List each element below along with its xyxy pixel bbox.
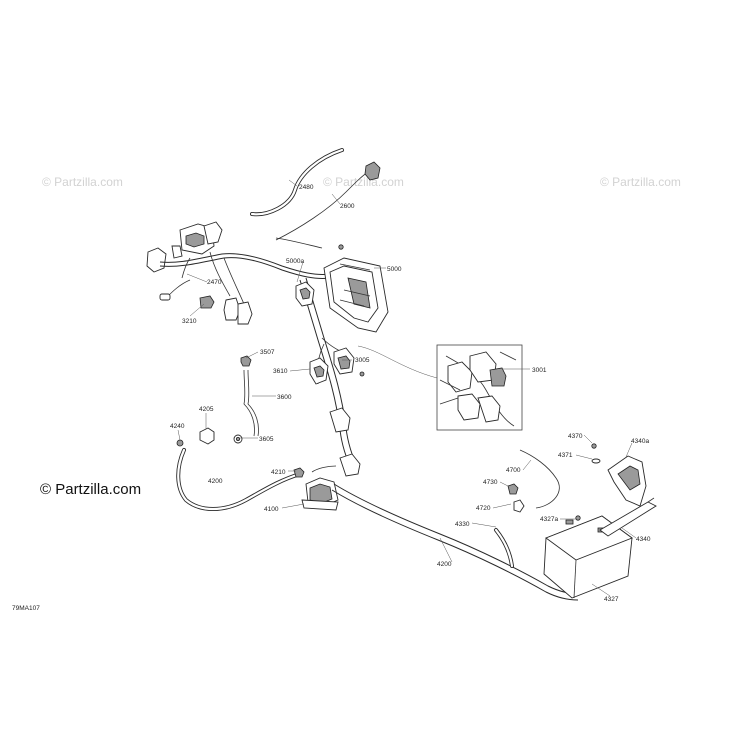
connector-3210[interactable] [199,295,215,309]
wire-2600[interactable] [275,171,369,249]
battery-cable-4200-left[interactable] [176,448,302,511]
watermark-left-brand: © Partzilla.com [40,481,141,498]
detail-inset-3001[interactable] [436,344,523,431]
callout-3610: 3610 [273,368,288,375]
ecm-module-5000[interactable] [323,257,389,333]
connectors-mid[interactable] [329,407,361,477]
watermark-top-right: © Partzilla.com [600,175,681,189]
callout-3001: 3001 [532,367,547,374]
callout-3600: 3600 [277,394,292,401]
callout-2600: 2600 [340,203,355,210]
ground-strap-3600[interactable] [243,369,259,437]
screw-3605[interactable] [233,434,243,444]
connector-3610[interactable] [309,357,329,385]
callout-5000: 5000 [387,266,402,273]
diagram-reference-code: 79MA107 [12,605,40,612]
terminal-4240[interactable] [176,439,184,447]
nut-4370[interactable] [591,443,597,449]
callout-3005: 3005 [355,357,370,364]
wire-2470[interactable] [159,279,191,301]
callout-4340: 4340 [636,536,651,543]
callout-3605: 3605 [259,436,274,443]
nut-4210[interactable] [293,467,305,478]
callout-labels: 2480 2600 2470 3210 5000a 5000 3507 3610… [170,184,651,603]
leader-lines [177,179,637,597]
callout-3210: 3210 [182,318,197,325]
callout-4371: 4371 [558,452,573,459]
battery-cable-4200-main[interactable] [331,483,581,601]
leader-inset-3001 [357,345,438,379]
washer-4371[interactable] [591,458,601,464]
battery-bracket-4340a[interactable] [607,455,647,507]
callout-4100: 4100 [264,506,279,513]
screw-5000a[interactable] [338,244,344,250]
callout-4327: 4327 [604,596,619,603]
callout-5000a: 5000a [286,258,304,265]
callout-4200-left: 4200 [208,478,223,485]
connectors-lower-left[interactable] [223,297,253,325]
callout-4720: 4720 [476,505,491,512]
callout-4340a: 4340a [631,438,649,445]
starter-solenoid-4100[interactable] [301,465,339,511]
callout-4330: 4330 [455,521,470,528]
terminal-4720[interactable] [513,499,525,513]
bolt-4327a[interactable] [575,515,581,521]
callout-2470: 2470 [207,279,222,286]
watermark-top-left: © Partzilla.com [42,175,123,189]
callout-4200-main: 4200 [437,561,452,568]
cable-4700[interactable] [519,449,560,509]
callout-4370: 4370 [568,433,583,440]
connector-3005[interactable] [333,347,365,377]
callout-2480: 2480 [299,184,314,191]
callout-4327a: 4327a [540,516,558,523]
callout-4700: 4700 [506,467,521,474]
callout-4205: 4205 [199,406,214,413]
grommet-2600[interactable] [364,161,381,181]
connector-cluster-left[interactable] [146,221,223,273]
connector-5000a-side[interactable] [295,281,315,307]
nut-4730[interactable] [507,483,519,495]
callout-4730: 4730 [483,479,498,486]
harness-upper-left[interactable] [159,251,331,305]
nut-3507[interactable] [240,355,252,367]
callout-4240: 4240 [170,423,185,430]
battery-cable-4330[interactable] [494,528,514,568]
battery-strap-4340[interactable] [599,497,657,537]
watermark-top-center: © Partzilla.com [323,175,404,189]
callout-4210: 4210 [271,469,286,476]
callout-3507: 3507 [260,349,275,356]
cable-2480[interactable] [250,148,344,217]
terminal-boot-4205[interactable] [199,427,215,445]
